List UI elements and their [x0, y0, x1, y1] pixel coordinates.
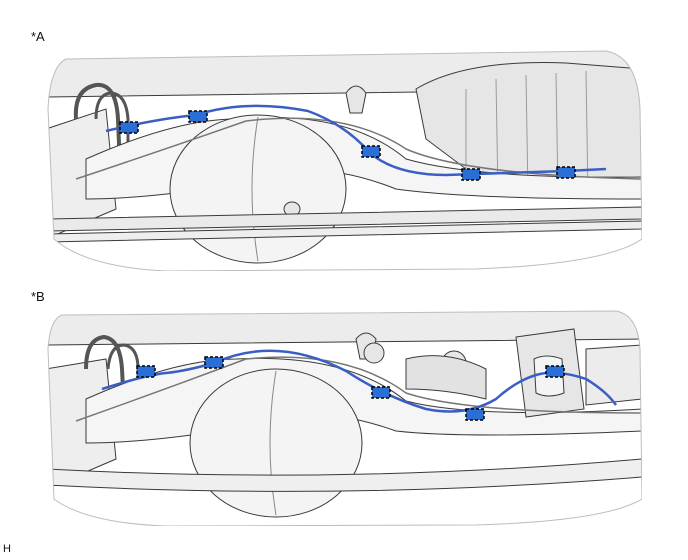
harness-clamp [119, 121, 139, 134]
differential-housing [169, 114, 347, 264]
harness-clamp [136, 365, 156, 378]
stabilizer-bar [48, 458, 642, 492]
view-b-label: *B [31, 289, 45, 304]
harness-clamp [556, 166, 576, 179]
differential-housing [189, 368, 363, 518]
view-a-label: *A [31, 29, 45, 44]
harness-clamp [461, 168, 481, 181]
left-frame-bracket [48, 108, 117, 240]
harness-clamp [361, 145, 381, 158]
harness-clamp [465, 408, 485, 421]
harness-clamp [371, 386, 391, 399]
view-a-svg [47, 50, 642, 271]
harness-clamp [188, 110, 208, 123]
view-b-illustration [46, 309, 642, 526]
diagram-code-label: H [3, 543, 11, 555]
harness-clamp [204, 356, 224, 369]
exhaust-hanger [345, 85, 367, 114]
harness-clamp [545, 365, 565, 378]
view-a-illustration [46, 49, 642, 271]
view-b-svg [47, 310, 642, 526]
